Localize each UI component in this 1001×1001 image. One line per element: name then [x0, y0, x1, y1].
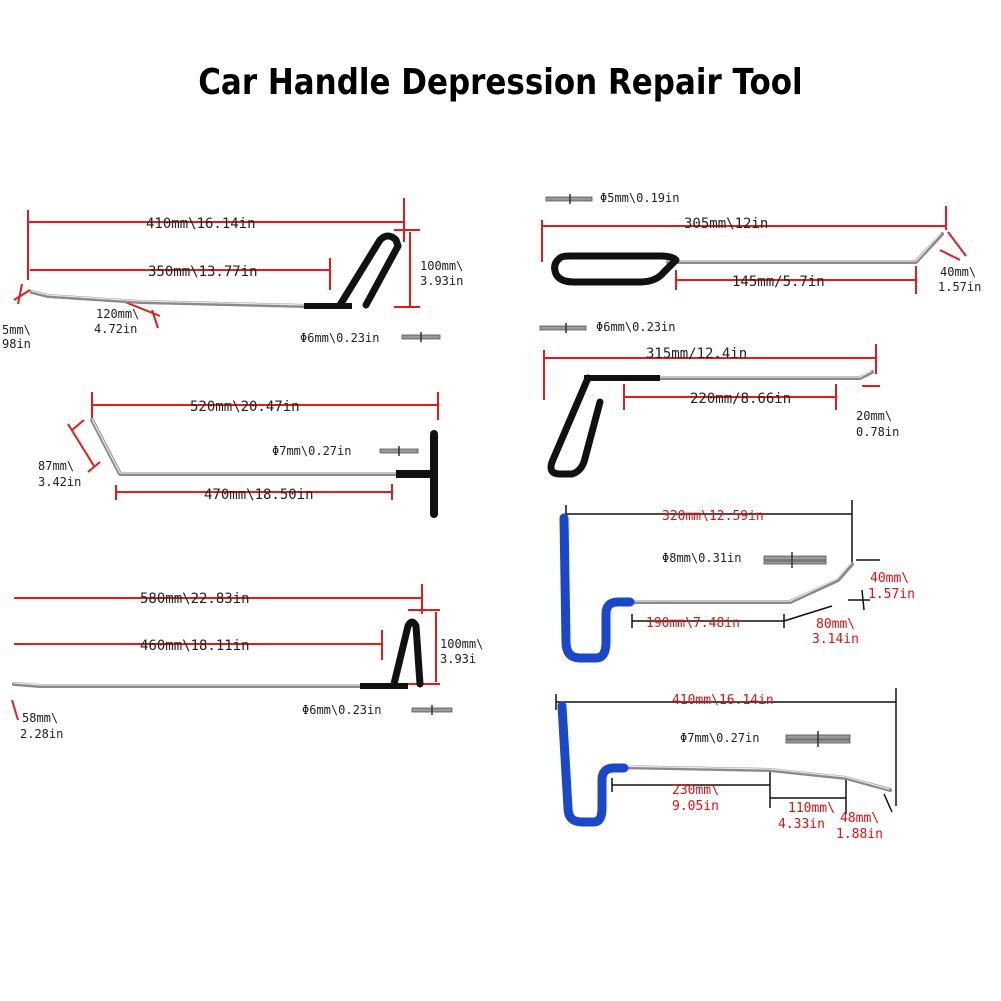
- tool-3: 580mm\22.83in 460mm\18.11in 100mm\ 3.93i…: [11, 584, 483, 741]
- dim-label: 40mm\: [870, 571, 909, 586]
- tool-rod: [90, 418, 402, 476]
- dim-label: 350mm\13.77in: [148, 264, 258, 280]
- tool-7: 410mm\16.14in Φ7mm\0.27in 230mm\ 9.05in …: [555, 688, 897, 842]
- tool-rod: [30, 290, 308, 308]
- dim-label: 2.28in: [20, 727, 63, 741]
- tool-rod-highlight: [655, 370, 872, 378]
- dim-line: [71, 419, 85, 431]
- tool-rod: [620, 562, 854, 604]
- dim-line: [947, 231, 967, 257]
- pin-icon: [763, 560, 827, 565]
- dim-label: 410mm\16.14in: [672, 693, 774, 708]
- dim-label: 80mm\: [816, 617, 855, 632]
- dim-line: [783, 605, 833, 622]
- handle-loop: [551, 252, 680, 286]
- pin-icon: [545, 196, 593, 202]
- dim-label: 9.05in: [672, 799, 719, 814]
- dim-label: 40mm\: [940, 265, 976, 279]
- dim-label: 100mm\: [440, 637, 483, 651]
- dim-line: [883, 793, 893, 813]
- diameter-label: Φ6mm\0.23in: [300, 331, 379, 345]
- dim-line: [939, 249, 961, 261]
- tool-rod-highlight: [621, 562, 852, 602]
- dim-label: 410mm\16.14in: [146, 216, 256, 232]
- tool-rod-highlight: [611, 765, 890, 790]
- dim-label: 20mm\: [856, 409, 892, 423]
- tool-4: Φ5mm\0.19in 305mm\12in 145mm/5.7in 40mm\…: [541, 191, 981, 294]
- dim-label: 520mm\20.47in: [190, 399, 300, 415]
- dim-label: 3.93i: [440, 652, 476, 666]
- pin-icon: [539, 325, 587, 331]
- dim-label: 580mm\22.83in: [140, 591, 250, 607]
- dim-label: 58mm\: [22, 711, 58, 725]
- dim-label: 1.57in: [868, 587, 915, 602]
- dim-label: 1.57in: [938, 280, 981, 294]
- diameter-label: Φ8mm\0.31in: [662, 551, 741, 565]
- pin-icon: [763, 555, 827, 561]
- tool-1: 410mm\16.14in 350mm\13.77in 120mm\ 4.72i…: [2, 198, 463, 351]
- dim-label: 230mm\: [672, 783, 719, 798]
- dim-label: 220mm/8.66in: [690, 391, 791, 407]
- diameter-label: Φ5mm\0.19in: [600, 191, 679, 205]
- dim-label: 3.93in: [420, 274, 463, 288]
- tool-rod: [654, 370, 874, 380]
- dim-label: 100mm\: [420, 259, 463, 273]
- dim-label: 460mm\18.11in: [140, 638, 250, 654]
- dim-label: 315mm/12.4in: [646, 346, 747, 362]
- tool-rod: [666, 232, 944, 264]
- tool-rod-highlight: [667, 232, 942, 262]
- diameter-label: Φ6mm\0.23in: [596, 320, 675, 334]
- dim-line: [11, 699, 19, 721]
- diameter-label: Φ6mm\0.23in: [302, 703, 381, 717]
- handle-loop: [390, 618, 424, 688]
- dim-label: 0.78in: [856, 425, 899, 439]
- dim-label: 145mm/5.7in: [732, 274, 825, 290]
- dim-label: 98in: [2, 337, 31, 351]
- dim-label: 320mm\12.59in: [662, 509, 764, 524]
- dim-label: 3.14in: [812, 632, 859, 647]
- dim-label: 4.33in: [778, 817, 825, 832]
- diameter-label: Φ7mm\0.27in: [680, 731, 759, 745]
- handle-loop: [336, 232, 402, 309]
- dim-label: 120mm\: [96, 307, 139, 321]
- dim-line: [13, 289, 31, 301]
- dim-label: 470mm\18.50in: [204, 487, 314, 503]
- tool-rod: [610, 765, 892, 792]
- dim-label: 87mm\: [38, 459, 74, 473]
- tool-rod-highlight: [31, 290, 307, 306]
- diameter-label: Φ7mm\0.27in: [272, 444, 351, 458]
- tool-rod-highlight: [91, 418, 401, 474]
- handle-blue: [557, 701, 629, 827]
- tool-rod: [12, 682, 368, 688]
- dim-label: 190mm\7.48in: [646, 616, 740, 631]
- tool-5: Φ6mm\0.23in 315mm/12.4in 220mm/8.66in 20…: [539, 320, 899, 478]
- dim-line: [87, 461, 101, 473]
- dim-label: 3.42in: [38, 475, 81, 489]
- dim-line: [151, 309, 159, 329]
- handle-blue: [559, 513, 635, 663]
- page-title: Car Handle Depression Repair Tool: [198, 62, 803, 103]
- dim-label: 48mm\: [840, 811, 879, 826]
- dim-line: [67, 423, 95, 467]
- dim-label: 5mm\: [2, 323, 31, 337]
- dim-label: 4.72in: [94, 322, 137, 336]
- dim-line: [17, 283, 23, 305]
- dim-label: 1.88in: [836, 827, 883, 842]
- dim-label: 305mm\12in: [684, 216, 768, 232]
- tool-6: 320mm\12.59in Φ8mm\0.31in 40mm\ 1.57in 1…: [559, 500, 915, 663]
- handle-loop: [547, 374, 604, 478]
- tool-2: 520mm\20.47in 470mm\18.50in 87mm\ 3.42in…: [38, 392, 439, 518]
- tool-rod-highlight: [13, 682, 367, 686]
- dim-label: 110mm\: [788, 801, 835, 816]
